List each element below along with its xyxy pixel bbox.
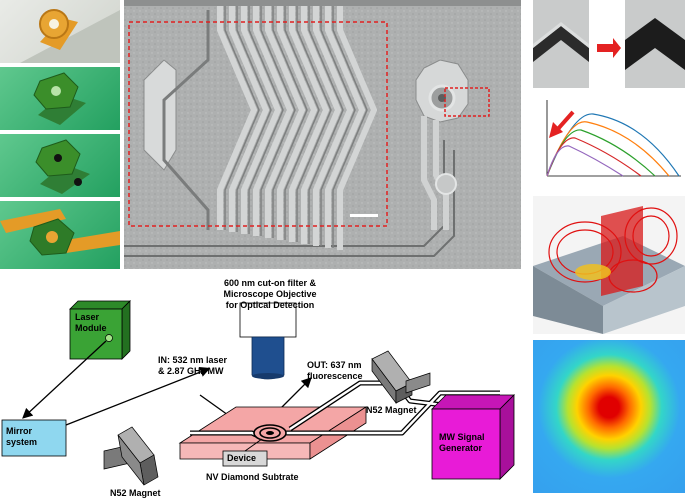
magnet-left	[103, 426, 159, 486]
device-coil-icon	[253, 424, 287, 442]
field-lines-panel	[533, 196, 685, 334]
scale-bar	[350, 214, 378, 217]
magnet-right-text: N52 Magnet	[366, 405, 417, 415]
render-coil-green-via	[35, 139, 90, 194]
sem-micrograph	[124, 0, 521, 269]
in-label-prefix: IN:	[158, 355, 170, 365]
frequency-curves-panel	[533, 92, 685, 192]
mw-generator-label: MW Signal Generator	[439, 432, 497, 454]
zoom-box-device	[444, 87, 490, 117]
substrate-text: NV Diamond Subtrate	[206, 472, 299, 482]
laser-module-box	[69, 300, 131, 360]
in-label-line2: & 2.87 GHz MW	[158, 366, 224, 376]
magnet-right	[371, 350, 431, 405]
mirror-system-text: Mirror system	[6, 426, 38, 447]
mirror-to-device-arrow	[65, 367, 211, 426]
microscope-objective	[239, 302, 297, 380]
out-label: OUT: 637 nm fluorescence	[307, 360, 387, 382]
mw-generator-line2: Generator	[439, 443, 483, 453]
sem-octagon-device	[415, 59, 469, 230]
substrate-label: NV Diamond Subtrate	[206, 472, 299, 483]
objective-label: 600 nm cut-on filter & Microscope Object…	[214, 278, 326, 311]
in-label: IN: 532 nm laser & 2.87 GHz MW	[158, 355, 258, 377]
heatmap-panel	[533, 340, 685, 493]
device-text: Device	[227, 453, 257, 463]
render-panel-4	[0, 201, 120, 269]
laser-module-label: Laser Module	[75, 312, 119, 334]
setup-diagram	[1, 300, 515, 486]
mw-generator-box	[431, 394, 515, 480]
magnet-left-text: N52 Magnet	[110, 488, 161, 498]
render-panel-2	[0, 67, 120, 130]
sem-image	[124, 0, 521, 269]
device-label: Device	[227, 453, 256, 464]
arrow-right-icon	[597, 38, 621, 58]
field-lines-render	[533, 206, 685, 334]
in-label-line1: 532 nm laser	[170, 355, 228, 365]
mw-generator-line1: MW Signal	[439, 432, 485, 442]
magnet-left-label: N52 Magnet	[110, 488, 161, 499]
out-label-line1: 637 nm	[328, 360, 362, 370]
frequency-curves-plot	[546, 100, 681, 177]
render-coil-green	[33, 72, 86, 125]
before-after-images	[533, 0, 685, 88]
arrow-down-left-icon	[549, 122, 563, 138]
magnet-right-label: N52 Magnet	[366, 405, 417, 416]
out-label-prefix: OUT:	[307, 360, 328, 370]
render-panel-3	[0, 134, 120, 197]
out-label-line2: fluorescence	[307, 371, 363, 381]
laser-module-text: Laser Module	[75, 312, 107, 333]
objective-label-line3: for Optical Detection	[225, 300, 315, 310]
mirror-system-box	[1, 419, 67, 457]
render-coil-complete	[0, 209, 120, 256]
before-after-panel	[533, 0, 685, 88]
mirror-system-label: Mirror system	[6, 426, 62, 448]
objective-label-line2: Microscope Objective	[223, 289, 317, 299]
zoom-box-coil	[128, 21, 388, 227]
render-coil-orange	[20, 9, 120, 63]
render-panel-1	[0, 0, 120, 63]
objective-label-line1: 600 nm cut-on filter &	[223, 278, 316, 288]
